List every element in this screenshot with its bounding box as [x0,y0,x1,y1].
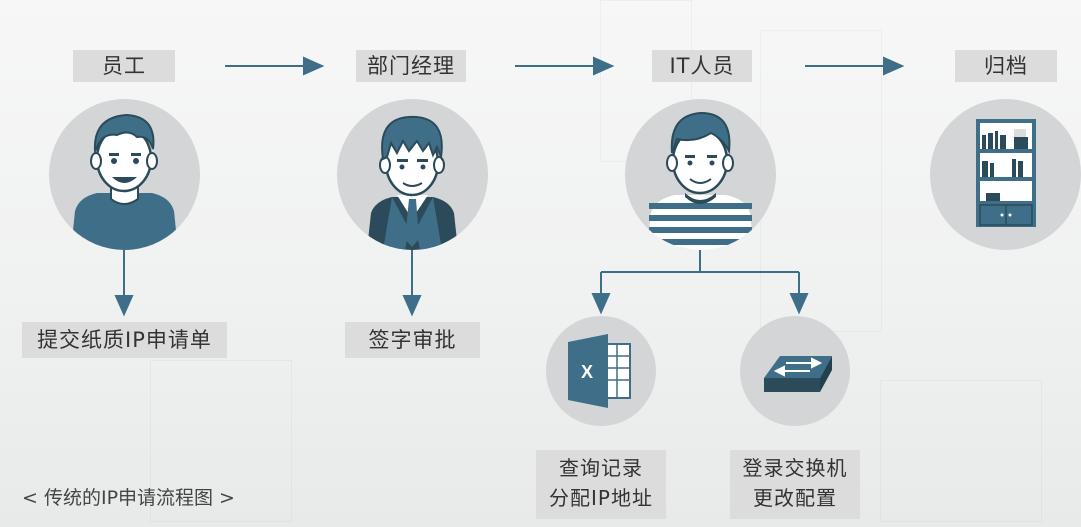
task-caption-excel: 查询记录 分配IP地址 [536,450,666,519]
task-caption-line: 分配IP地址 [549,486,653,510]
task-caption-line: 更改配置 [753,486,837,510]
step-label-archive: 归档 [955,50,1057,82]
action-label-sign-approve: 签字审批 [345,322,480,358]
task-caption-switch: 登录交换机 更改配置 [730,450,860,519]
task-caption-line: 登录交换机 [742,456,848,480]
task-caption-line: 查询记录 [559,456,643,480]
excel-icon: X [546,316,656,426]
filing-cabinet-icon [930,99,1081,250]
arrowhead [114,295,134,317]
excel-letter: X [581,362,593,382]
diagram-caption: < 传统的IP申请流程图 > [22,487,235,509]
employee-avatar-icon [49,99,200,250]
arrowhead [883,56,905,76]
network-switch-icon [740,316,850,426]
arrowhead [303,56,325,76]
step-label-manager: 部门经理 [356,50,466,82]
arrowhead [402,295,422,317]
it-staff-avatar-icon [625,99,776,250]
background-decoration [150,360,292,522]
background-decoration [880,380,1042,522]
step-label-employee: 员工 [73,50,175,82]
arrowhead [591,293,611,315]
arrowhead [789,293,809,315]
step-label-it-staff: IT人员 [652,50,752,82]
action-label-submit-form: 提交纸质IP申请单 [22,322,227,358]
manager-avatar-icon [337,99,488,250]
arrowhead [593,56,615,76]
